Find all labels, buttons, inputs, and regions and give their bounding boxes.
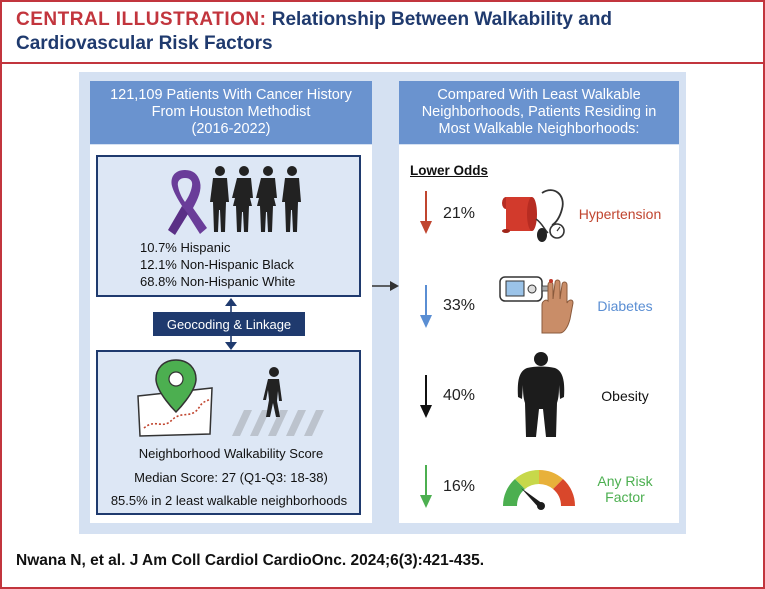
map-pin-icon (137, 359, 213, 437)
pedestrian-crosswalk-icon (232, 367, 324, 436)
title-lead: CENTRAL ILLUSTRATION: (16, 9, 267, 30)
cohort-header-text: 121,109 Patients With Cancer History Fro… (110, 87, 352, 137)
lower-odds-heading: Lower Odds (410, 163, 489, 178)
walkability-median: Median Score: 27 (Q1-Q3: 18-38) (134, 470, 328, 485)
outcome-pct: 21% (443, 205, 476, 222)
outcome-pct: 40% (443, 387, 476, 404)
title-divider (0, 62, 765, 64)
outcome-label: Diabetes (597, 298, 653, 314)
outcome-pct: 16% (443, 478, 476, 495)
outcome-label: Any Risk Factor (597, 473, 653, 505)
demographic-nh-black: 12.1% Non-Hispanic Black (140, 257, 294, 272)
comparison-header-text: Compared With Least Walkable Neighborhoo… (421, 87, 657, 137)
cohort-box (96, 155, 361, 297)
people-silhouettes-icon (210, 166, 301, 232)
demographic-nh-white: 68.8% Non-Hispanic White (140, 274, 296, 289)
obese-person-icon (517, 352, 565, 437)
title-text: Relationship Between Walkability and Car… (16, 9, 613, 54)
right-arrow (372, 281, 399, 291)
outcome-label: Obesity (601, 388, 649, 404)
down-arrow-icon (420, 375, 432, 418)
down-arrow-icon (420, 285, 432, 328)
down-arrow-icon (420, 465, 432, 508)
outcome-label: Hypertension (578, 206, 662, 222)
walkability-title: Neighborhood Walkability Score (138, 446, 324, 461)
walkability-least-walkable: 85.5% in 2 least walkable neighborhoods (110, 493, 348, 508)
outcome-pct: 33% (443, 297, 476, 314)
citation: Nwana N, et al. J Am Coll Cardiol Cardio… (16, 552, 485, 569)
risk-gauge-icon (502, 469, 576, 510)
cohort-header: 121,109 Patients With Cancer History Fro… (90, 81, 372, 144)
blood-pressure-cuff-icon (502, 189, 565, 242)
demographic-hispanic: 10.7% Hispanic (140, 240, 231, 255)
glucose-meter-icon (499, 276, 574, 334)
down-arrow-icon (420, 191, 432, 234)
walkability-box (96, 350, 361, 515)
geocoding-label: Geocoding & Linkage (153, 312, 305, 336)
page-title: CENTRAL ILLUSTRATION: Relationship Betwe… (16, 8, 746, 56)
comparison-header: Compared With Least Walkable Neighborhoo… (399, 81, 679, 144)
cancer-ribbon-icon (168, 170, 207, 235)
right-column-body (399, 145, 679, 523)
